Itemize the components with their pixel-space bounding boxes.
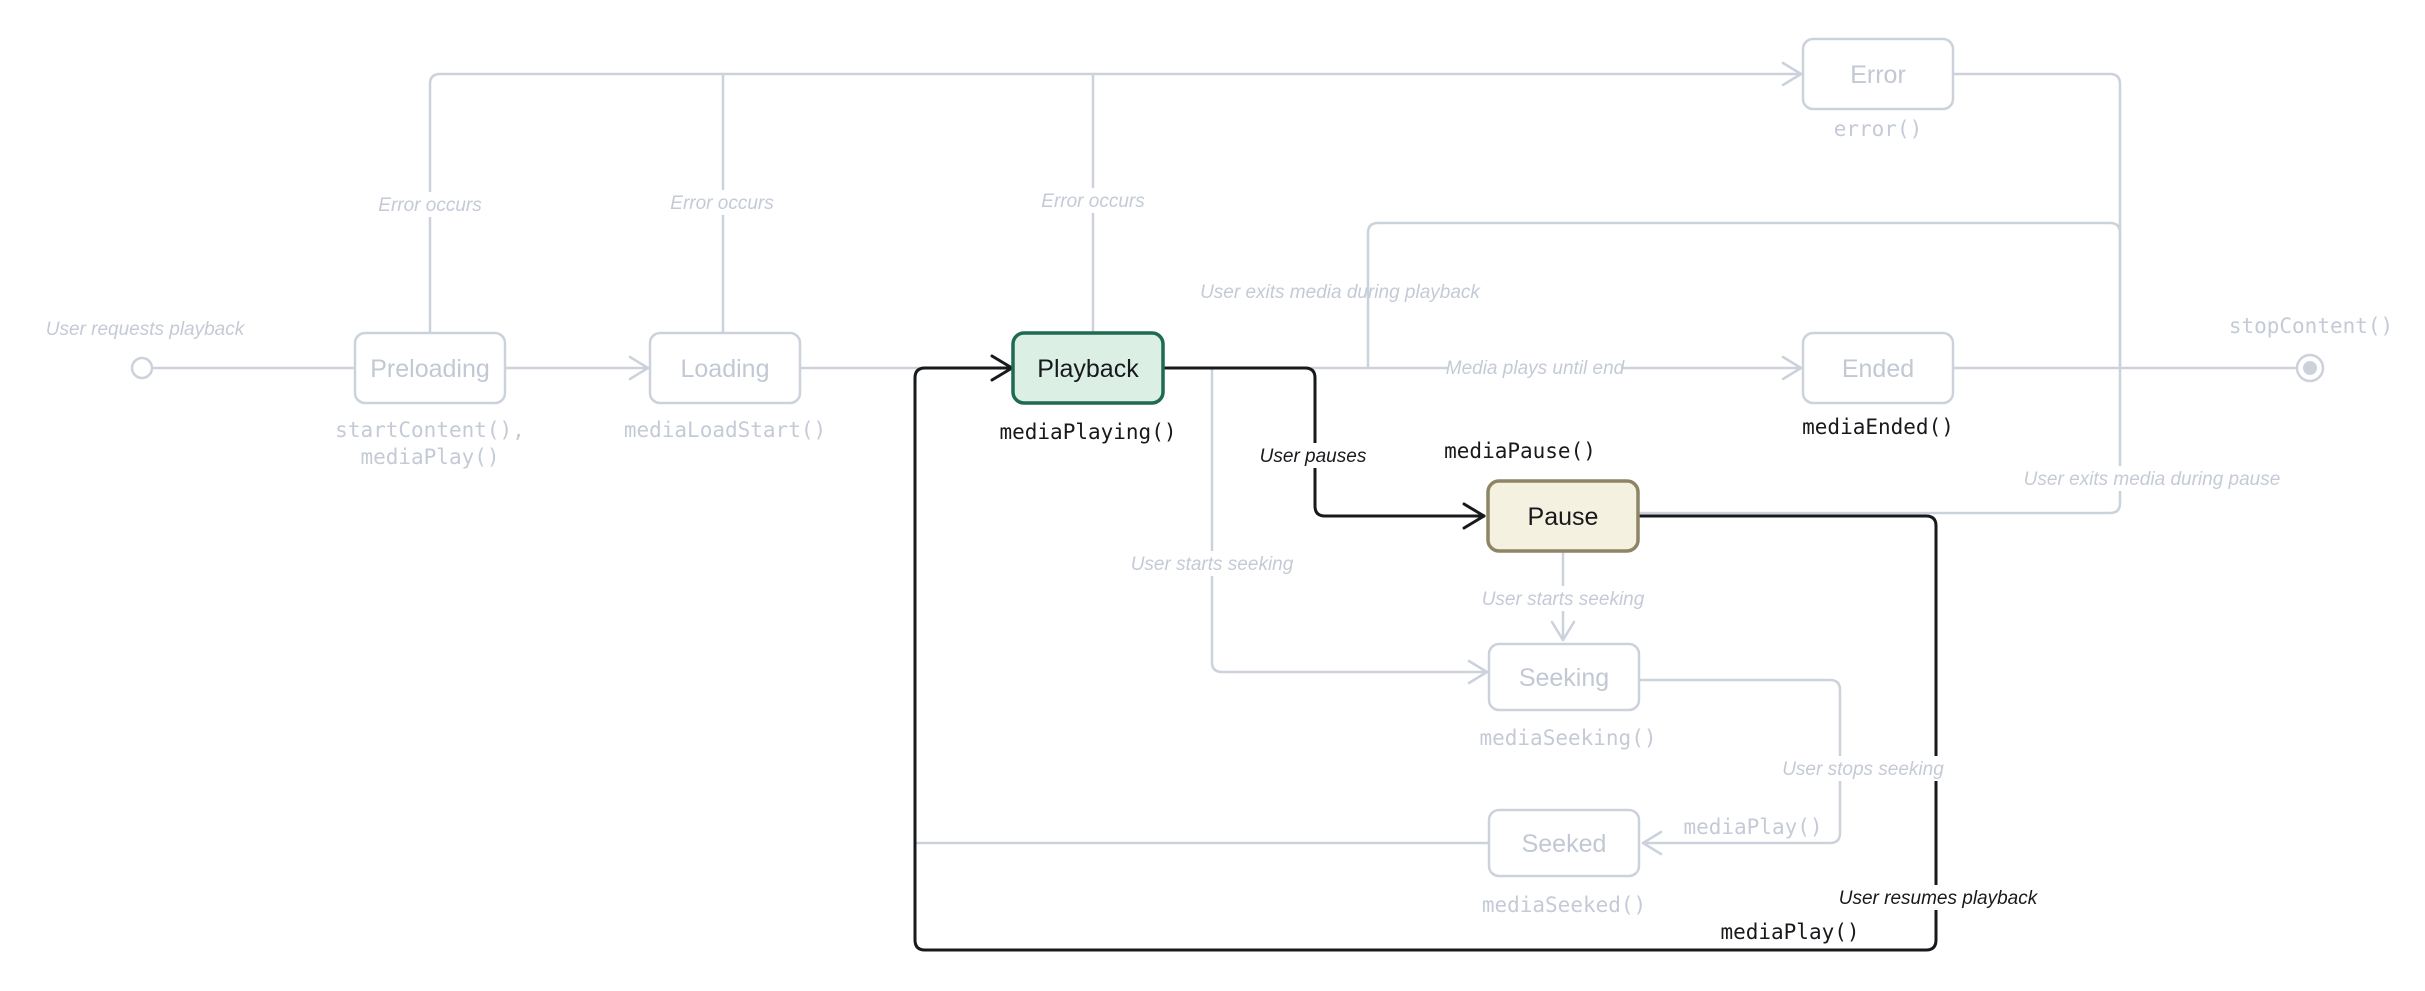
label-backdrop [1261, 443, 1365, 468]
state-label-loading: Loading [681, 355, 770, 383]
state-label-seeking: Seeking [1519, 664, 1609, 692]
label-backdrop [377, 192, 483, 217]
edge-label-error-occurs-3: Error occurs [1040, 188, 1146, 213]
edge-label-user-exits-pause: User exits media during pause [2024, 466, 2281, 491]
callback-seeked: mediaSeeked() [1482, 893, 1646, 917]
label-backdrop [1449, 360, 1621, 384]
svg-text:Error occurs: Error occurs [670, 193, 774, 214]
callback-playback: mediaPlaying() [999, 420, 1176, 444]
state-node-preloading: Preloading [353, 331, 507, 405]
edge-label-user-exits-playback: User exits media during playback [1200, 282, 1481, 303]
state-label-playback: Playback [1037, 355, 1139, 383]
arrowhead-icon [1781, 61, 1803, 87]
callback-seeking: mediaSeeking() [1479, 726, 1656, 750]
edge-label-error-occurs-1: Error occurs [377, 192, 483, 217]
state-label-pause: Pause [1528, 503, 1599, 531]
callback-pause: mediaPause() [1444, 439, 1596, 463]
label-backdrop [2033, 466, 2271, 491]
svg-text:User pauses: User pauses [1260, 446, 1367, 467]
label-backdrop [669, 190, 775, 215]
label-backdrop [1786, 756, 1940, 781]
callback-loading: mediaLoadStart() [624, 418, 826, 442]
edge-label-user-starts-seeking-1: User starts seeking [1131, 551, 1294, 576]
state-label-preloading: Preloading [370, 355, 490, 383]
edge-label-user-pauses: User pauses [1260, 443, 1367, 468]
svg-text:User stops seeking: User stops seeking [1782, 759, 1944, 780]
state-node-pause: Pause [1486, 479, 1640, 553]
edge-label-user-resumes-playback: User resumes playback [1839, 885, 2039, 910]
edge-playback-to-seeking [1210, 366, 1489, 685]
edge-label-user-requests-playback: User requests playback [46, 319, 246, 340]
svg-text:User starts seeking: User starts seeking [1482, 589, 1645, 610]
callback-stop-content: stopContent() [2229, 314, 2393, 338]
edge-label-seek-resume-callback: mediaPlay() [1683, 815, 1822, 839]
svg-text:User exits media during pause: User exits media during pause [2024, 469, 2281, 490]
callback-preloading-line1: startContent(), [335, 418, 525, 442]
start-terminal [130, 356, 154, 380]
label-backdrop [1132, 551, 1292, 576]
svg-text:User resumes playback: User resumes playback [1839, 888, 2039, 909]
arrowhead-icon [1467, 659, 1489, 685]
edge-playback-exit-to-end [1366, 221, 2122, 370]
arrowhead-icon [1462, 502, 1486, 530]
arrowhead-icon [628, 355, 650, 381]
svg-text:Error occurs: Error occurs [1041, 191, 1145, 212]
edge-label-error-occurs-2: Error occurs [669, 190, 775, 215]
arrowhead-icon [1781, 355, 1803, 381]
state-label-ended: Ended [1842, 355, 1914, 383]
edge-preloading-to-loading [503, 355, 650, 381]
svg-text:Media plays until end: Media plays until end [1446, 358, 1626, 379]
svg-text:Error occurs: Error occurs [378, 195, 482, 216]
svg-text:User starts seeking: User starts seeking [1131, 554, 1294, 575]
state-label-seeked: Seeked [1522, 830, 1607, 858]
edge-pause-to-playback [913, 354, 1938, 952]
edge-label-user-starts-seeking-2: User starts seeking [1482, 586, 1645, 611]
callback-error: error() [1834, 117, 1923, 141]
label-backdrop [1847, 885, 2029, 910]
edge-label-media-plays-until-end: Media plays until end [1446, 358, 1626, 384]
end-terminal [2295, 353, 2325, 383]
edge-error-to-end [1950, 72, 2122, 370]
label-backdrop [1040, 188, 1146, 213]
callback-ended: mediaEnded() [1802, 415, 1954, 439]
state-node-ended: Ended [1801, 331, 1955, 405]
state-node-seeked: Seeked [1487, 808, 1641, 878]
state-node-error: Error [1801, 37, 1955, 111]
edge-playback-to-pause [1160, 366, 1486, 530]
callback-preloading-line2: mediaPlay() [360, 445, 499, 469]
label-backdrop [1483, 586, 1643, 611]
edge-pause-exit-to-end [1636, 366, 2122, 515]
state-node-seeking: Seeking [1487, 642, 1641, 712]
edge-label-resume-callback: mediaPlay() [1720, 920, 1859, 944]
state-node-loading: Loading [648, 331, 802, 405]
state-label-error: Error [1850, 61, 1906, 89]
arrowhead-icon [1641, 830, 1663, 856]
arrowhead-icon [1550, 620, 1576, 642]
state-node-playback: Playback [1011, 331, 1165, 405]
edge-label-user-stops-seeking: User stops seeking [1782, 756, 1944, 781]
